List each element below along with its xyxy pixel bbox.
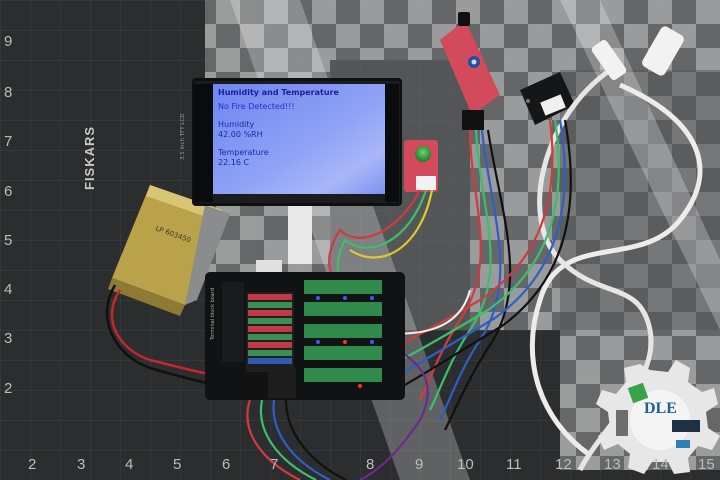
svg-text:Terminal block board: Terminal block board	[210, 288, 216, 341]
lcd-title: Humidity and Temperature	[218, 88, 339, 97]
ruler-left-3: 3	[4, 330, 13, 347]
ruler-bottom-5: 5	[173, 456, 182, 473]
status-leds	[316, 296, 374, 388]
ruler-bottom-15: 15	[698, 456, 715, 473]
ruler-bottom-7: 7	[270, 456, 279, 473]
screw-terminals	[304, 280, 382, 382]
ruler-left-6: 6	[4, 183, 13, 200]
mat-brand-label: FISKARS	[82, 125, 97, 190]
ruler-bottom-12: 12	[555, 456, 572, 473]
lcd-module: 3.5 inch TFT LCD	[180, 78, 402, 206]
ruler-bottom-13: 13	[604, 456, 621, 473]
ruler-left-5: 5	[4, 232, 13, 249]
pin-headers	[246, 292, 294, 372]
lcd-humidity-value: 42.00 %RH	[218, 130, 263, 139]
lcd-temperature-label: Temperature	[218, 148, 269, 157]
ruler-bottom-9: 9	[415, 456, 424, 473]
lcd-temperature-value: 22.16 C	[218, 158, 250, 167]
dle-logo-text: DLE	[644, 400, 677, 417]
ruler-bottom-2: 2	[28, 456, 37, 473]
ruler-bottom-10: 10	[457, 456, 474, 473]
ruler-left-9: 9	[4, 33, 13, 50]
ruler-bottom-14: 14	[652, 456, 669, 473]
lcd-screen	[213, 84, 385, 194]
svg-text:3.5 inch TFT LCD: 3.5 inch TFT LCD	[180, 114, 186, 160]
black-sensor-module	[520, 72, 575, 125]
lcd-humidity-label: Humidity	[218, 120, 255, 129]
flame-sensor	[440, 12, 500, 130]
ruler-bottom-3: 3	[77, 456, 86, 473]
lcd-fire-status: No Fire Detected!!!	[218, 102, 295, 111]
ruler-left-4: 4	[4, 281, 13, 298]
usb-cable	[529, 82, 703, 458]
lipo-battery: LP 603450	[108, 185, 230, 316]
ruler-left-2: 2	[4, 380, 13, 397]
ruler-left-8: 8	[4, 84, 13, 101]
io-expansion-board: Terminal block board	[205, 272, 405, 400]
ruler-bottom-11: 11	[506, 456, 522, 473]
dle-logo	[596, 360, 720, 474]
flex-ribbon	[288, 206, 312, 264]
ruler-left-7: 7	[4, 133, 13, 150]
ruler-bottom-8: 8	[366, 456, 375, 473]
ruler-bottom-6: 6	[222, 456, 231, 473]
ruler-bottom-4: 4	[125, 456, 134, 473]
led-module	[404, 140, 438, 192]
